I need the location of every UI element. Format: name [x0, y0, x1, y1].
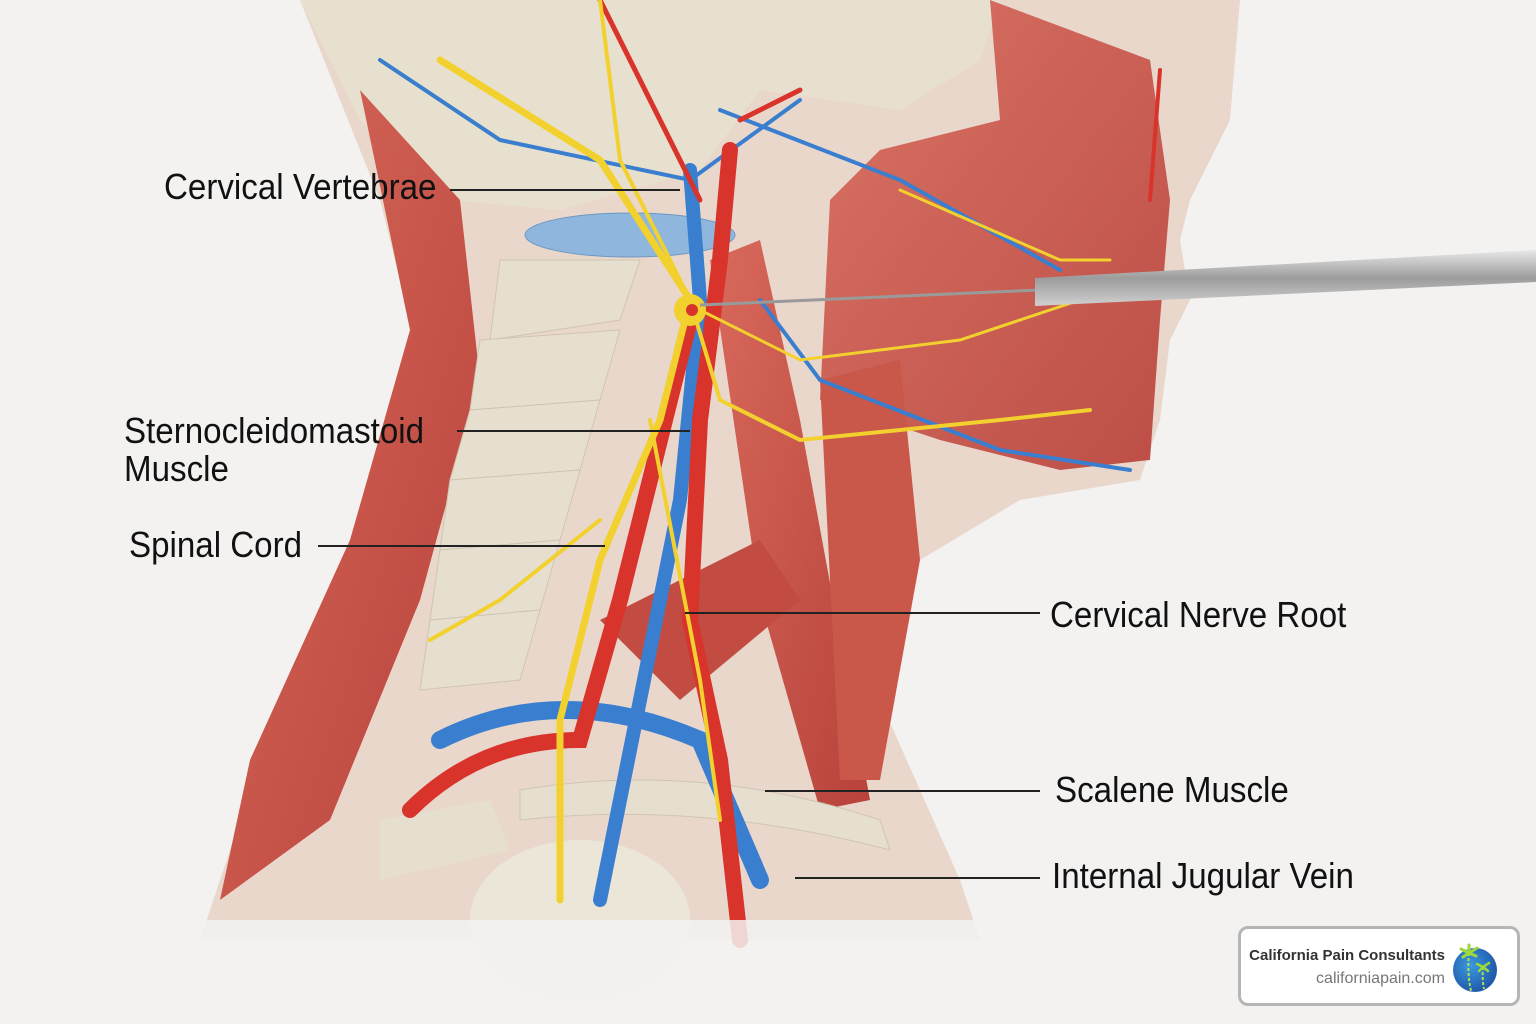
trapezius-muscle — [220, 90, 480, 900]
leader-line-scalene-muscle — [765, 790, 1040, 792]
leader-line-sternocleidomastoid — [457, 430, 690, 432]
needle — [1035, 250, 1536, 306]
arteries — [402, 0, 1162, 948]
nerves — [428, 0, 1112, 904]
needle-tip — [699, 288, 1041, 307]
label-cervical-nerve-root: Cervical Nerve Root — [1050, 594, 1347, 635]
label-spinal-cord: Spinal Cord — [129, 524, 303, 565]
label-sternocleidomastoid-line1: Sternocleidomastoid — [124, 410, 425, 451]
label-internal-jugular-vein: Internal Jugular Vein — [1052, 855, 1354, 896]
leader-line-spinal-cord — [318, 545, 605, 547]
leader-line-internal-jugular-vein — [795, 877, 1040, 879]
label-sternocleidomastoid-line2: Muscle — [124, 448, 229, 489]
label-sternocleidomastoid: Sternocleidomastoid Muscle — [124, 412, 424, 488]
injection-target — [686, 304, 698, 316]
first-rib — [380, 800, 510, 880]
brand-badge: California Pain Consultants californiapa… — [1238, 926, 1520, 1006]
brand-name: California Pain Consultants — [1249, 947, 1445, 964]
palm-globe-logo-icon — [1453, 943, 1497, 992]
cervical-vertebrae — [419, 212, 736, 691]
label-cervical-vertebrae: Cervical Vertebrae — [164, 166, 437, 207]
neck-muscles — [820, 360, 920, 780]
brand-url: californiapain.com — [1316, 970, 1445, 987]
leader-line-cervical-vertebrae — [450, 189, 680, 191]
leader-line-cervical-nerve-root — [685, 612, 1040, 614]
label-scalene-muscle: Scalene Muscle — [1055, 769, 1289, 810]
sternocleidomastoid-muscle — [710, 240, 870, 810]
